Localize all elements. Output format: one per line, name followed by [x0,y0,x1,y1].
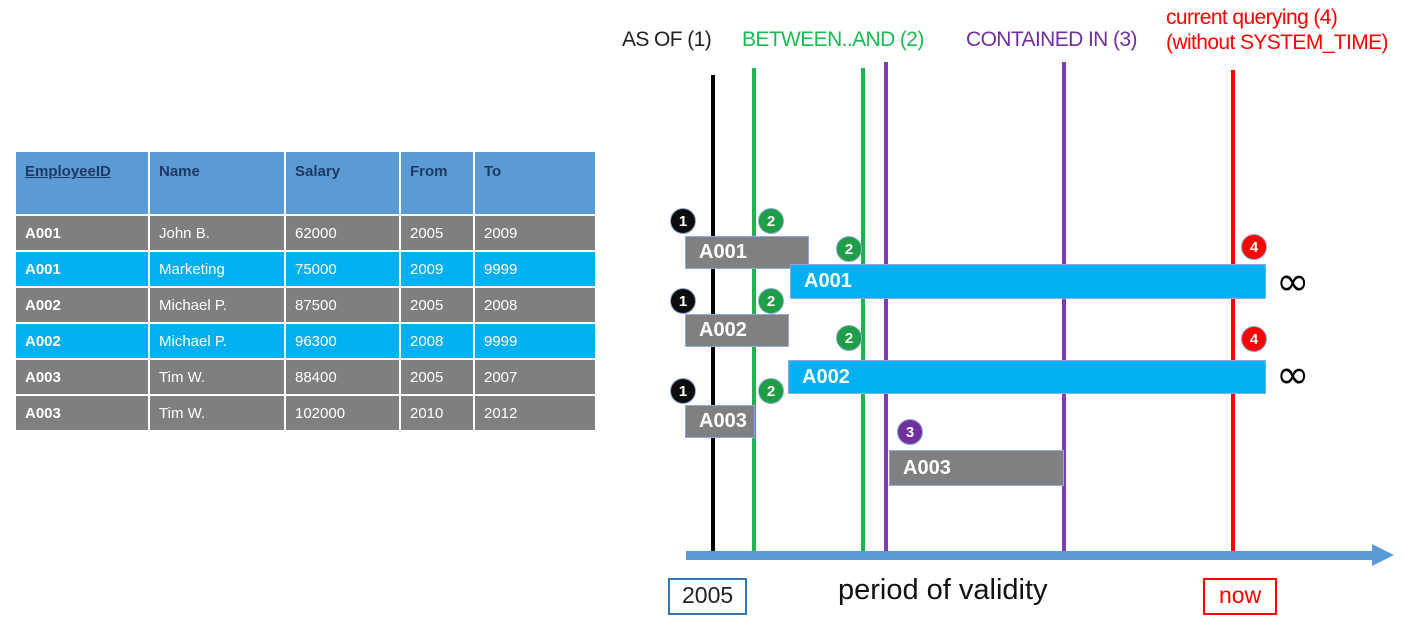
period-bar-a001-open: A001 [790,264,1266,299]
cell-to: 2007 [475,360,595,394]
cell-employeeid: A002 [16,324,148,358]
query-line-between-end [861,68,865,560]
marker-badge-2-a003-left: 2 [758,378,784,404]
table-body: A001 John B. 62000 2005 2009 A001 Market… [16,216,595,430]
cell-employeeid: A002 [16,288,148,322]
column-header-salary: Salary [286,152,399,214]
period-bar-a002-closed: A002 [685,314,789,347]
marker-badge-1-a003: 1 [670,378,696,404]
cell-from: 2010 [401,396,473,430]
cell-salary: 102000 [286,396,399,430]
cell-name: Michael P. [150,324,284,358]
column-header-name: Name [150,152,284,214]
cell-from: 2005 [401,216,473,250]
infinity-icon-a001: ∞ [1276,259,1310,305]
period-bar-a001-closed: A001 [685,236,809,269]
axis-start-label: 2005 [668,578,748,615]
period-bar-a003-closed: A003 [685,405,755,438]
table-row: A003 Tim W. 88400 2005 2007 [16,360,595,394]
query-line-contained-end [1062,62,1066,560]
query-line-contained-start [884,62,888,560]
cell-salary: 88400 [286,360,399,394]
table-row: A001 Marketing 75000 2009 9999 [16,252,595,286]
period-bar-a003-contained: A003 [889,450,1064,486]
column-header-employeeid: EmployeeID [16,152,148,214]
legend-current-querying: current querying (4) (without SYSTEM_TIM… [1166,5,1389,55]
table-header-row: EmployeeID Name Salary From To [16,152,595,214]
axis-caption: period of validity [838,574,1048,606]
column-header-to: To [475,152,595,214]
query-line-now [1231,70,1235,560]
table-header: EmployeeID Name Salary From To [16,152,595,214]
cell-name: John B. [150,216,284,250]
cell-salary: 87500 [286,288,399,322]
cell-to: 9999 [475,324,595,358]
time-axis-line [686,551,1374,560]
column-header-from: From [401,152,473,214]
table-row: A002 Michael P. 96300 2008 9999 [16,324,595,358]
cell-to: 2009 [475,216,595,250]
cell-name: Tim W. [150,396,284,430]
cell-employeeid: A003 [16,396,148,430]
employee-table-wrapper: EmployeeID Name Salary From To A001 John… [14,150,597,432]
cell-to: 9999 [475,252,595,286]
table-row: A002 Michael P. 87500 2005 2008 [16,288,595,322]
cell-name: Tim W. [150,360,284,394]
marker-badge-1-a001: 1 [670,208,696,234]
cell-name: Michael P. [150,288,284,322]
table-row: A003 Tim W. 102000 2010 2012 [16,396,595,430]
time-axis-arrow-icon [1372,544,1394,566]
cell-employeeid: A001 [16,216,148,250]
employee-table: EmployeeID Name Salary From To A001 John… [14,150,597,432]
cell-to: 2008 [475,288,595,322]
cell-from: 2008 [401,324,473,358]
cell-from: 2005 [401,360,473,394]
cell-employeeid: A003 [16,360,148,394]
cell-salary: 62000 [286,216,399,250]
marker-badge-1-a002: 1 [670,288,696,314]
marker-badge-4-a001: 4 [1241,234,1267,260]
cell-from: 2005 [401,288,473,322]
marker-badge-2-a002-right: 2 [836,325,862,351]
table-row: A001 John B. 62000 2005 2009 [16,216,595,250]
cell-from: 2009 [401,252,473,286]
cell-to: 2012 [475,396,595,430]
cell-name: Marketing [150,252,284,286]
legend-as-of: AS OF (1) [622,28,712,51]
legend-between-and: BETWEEN..AND (2) [742,28,924,51]
legend-current-querying-line1: current querying (4) [1166,6,1338,29]
infinity-icon-a002: ∞ [1276,352,1310,398]
cell-salary: 75000 [286,252,399,286]
period-bar-a002-open: A002 [788,360,1266,394]
marker-badge-2-a001-right: 2 [836,236,862,262]
legend-contained-in: CONTAINED IN (3) [966,28,1137,51]
cell-salary: 96300 [286,324,399,358]
marker-badge-3-a003: 3 [897,419,923,445]
cell-employeeid: A001 [16,252,148,286]
legend-current-querying-line2: (without SYSTEM_TIME) [1166,31,1389,54]
marker-badge-4-a002: 4 [1241,326,1267,352]
axis-end-label: now [1203,578,1278,615]
marker-badge-2-a001-left: 2 [758,208,784,234]
marker-badge-2-a002-left: 2 [758,288,784,314]
